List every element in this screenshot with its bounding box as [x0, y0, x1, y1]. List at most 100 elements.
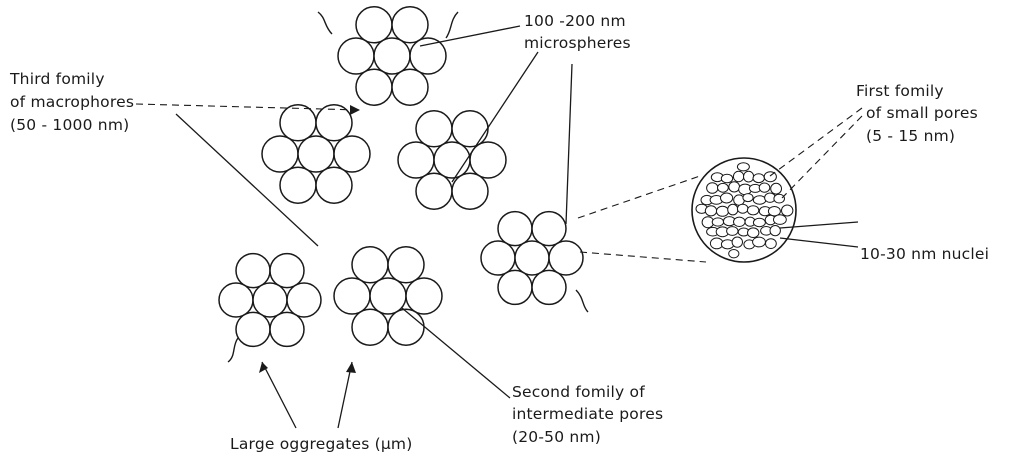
microsphere: [374, 38, 410, 74]
nucleus: [705, 206, 716, 216]
nucleus: [737, 163, 749, 171]
nuclei-leader-2: [780, 238, 858, 247]
microsphere: [270, 254, 304, 288]
cluster-left-upper: [262, 105, 370, 203]
nucleus: [774, 215, 787, 225]
microsphere: [416, 173, 452, 209]
nucleus: [774, 194, 785, 203]
nucleus: [728, 204, 738, 215]
projection-line-lower: [580, 252, 706, 262]
microsphere: [549, 241, 583, 275]
microsphere: [352, 309, 388, 345]
microsphere: [270, 312, 304, 346]
microsphere: [280, 167, 316, 203]
nucleus: [733, 171, 743, 181]
microsphere: [481, 241, 515, 275]
microsphere: [498, 212, 532, 246]
large-aggregates-label: Large oggregates (μm): [230, 435, 412, 454]
microsphere: [356, 7, 392, 43]
microsphere: [298, 136, 334, 172]
nucleus: [748, 228, 759, 238]
third-family-label-line2: of macrophores: [10, 93, 134, 112]
microspheres-leader-1: [420, 26, 520, 46]
microsphere-clusters: [219, 7, 583, 347]
nucleus: [729, 250, 739, 258]
microsphere: [219, 283, 253, 317]
nucleus: [771, 183, 782, 194]
nucleus: [782, 205, 793, 216]
third-family-label-line1: Third fomily: [10, 70, 105, 89]
nucleus: [743, 194, 753, 202]
small-pores-dashed-leader-1: [770, 108, 862, 176]
aggregate-tail: [576, 290, 588, 312]
microspheres-leader-3: [566, 64, 572, 224]
nucleus: [712, 218, 723, 226]
microsphere: [388, 247, 424, 283]
nucleus: [732, 237, 742, 247]
nucleus: [753, 174, 764, 183]
nucleus: [747, 206, 758, 215]
nucleus: [727, 227, 738, 236]
nucleus: [721, 174, 732, 183]
nucleus: [716, 206, 728, 216]
microsphere: [388, 309, 424, 345]
microsphere: [498, 270, 532, 304]
microsphere: [392, 7, 428, 43]
cluster-right: [481, 212, 583, 305]
second-family-label-line1: Second fomily of: [512, 383, 645, 402]
microspheres-label: microspheres: [524, 34, 631, 53]
microsphere: [334, 136, 370, 172]
microsphere: [392, 69, 428, 105]
nucleus: [744, 171, 754, 182]
first-family-label-line2: of small pores: [866, 104, 978, 123]
nucleus: [759, 183, 770, 192]
microsphere: [406, 278, 442, 314]
microsphere: [352, 247, 388, 283]
projection-line-upper: [578, 176, 700, 218]
second-family-label-line2: intermediate pores: [512, 405, 663, 424]
microsphere: [398, 142, 434, 178]
third-family-label-line3: (50 - 1000 nm): [10, 116, 129, 135]
nucleus: [770, 226, 780, 236]
first-family-label-line1: First fomily: [856, 82, 944, 101]
aggregate-tail: [318, 12, 332, 34]
aggregates-leader-1: [262, 362, 296, 428]
microsphere: [410, 38, 446, 74]
intermediate-pores-leader: [402, 308, 510, 398]
microsphere: [338, 38, 374, 74]
microspheres-size-label: 100 -200 nm: [524, 12, 626, 31]
microsphere: [370, 278, 406, 314]
microsphere: [515, 241, 549, 275]
arrowhead-macropores: [350, 105, 360, 115]
zoom-circle-small-pores: [692, 158, 796, 262]
second-family-label-line3: (20-50 nm): [512, 428, 601, 447]
microsphere: [452, 173, 488, 209]
nucleus: [718, 183, 729, 192]
microsphere: [316, 167, 352, 203]
microsphere: [253, 283, 287, 317]
microsphere: [532, 270, 566, 304]
small-pores-dashed-leader-2: [782, 116, 862, 198]
microsphere: [416, 111, 452, 147]
nucleus: [753, 218, 765, 226]
microsphere: [280, 105, 316, 141]
nucleus: [737, 204, 748, 213]
cluster-top: [338, 7, 446, 105]
microsphere: [334, 278, 370, 314]
first-family-label-line3: (5 - 15 nm): [866, 127, 955, 146]
nucleus: [707, 183, 718, 194]
microsphere: [262, 136, 298, 172]
microsphere: [452, 111, 488, 147]
nucleus: [753, 196, 766, 204]
aggregate-tail: [228, 338, 238, 362]
nucleus: [734, 217, 746, 226]
microsphere: [434, 142, 470, 178]
microsphere: [356, 69, 392, 105]
nucleus: [721, 193, 733, 203]
nuclei-label: 10-30 nm nuclei: [860, 245, 989, 264]
microsphere: [316, 105, 352, 141]
cluster-bottom-left: [219, 254, 321, 347]
aggregate-tail: [446, 12, 458, 38]
microsphere: [532, 212, 566, 246]
